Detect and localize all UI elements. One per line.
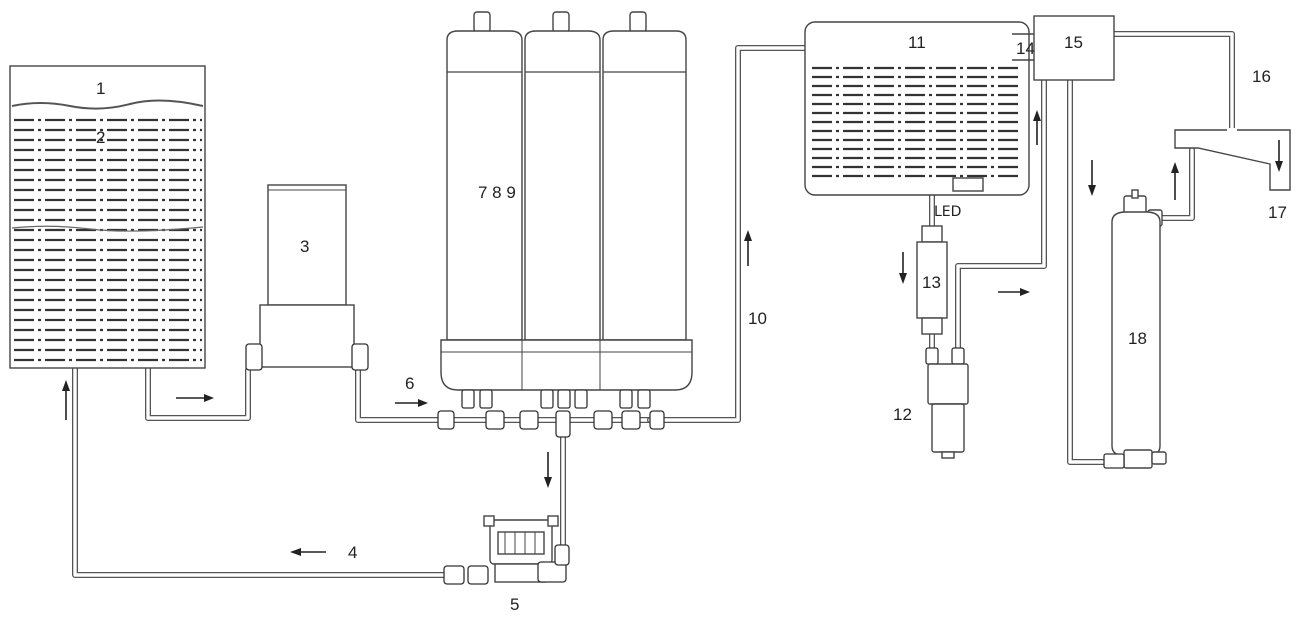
arrow-up xyxy=(1171,162,1179,200)
label-5: 5 xyxy=(510,595,519,614)
arrow-down xyxy=(899,252,907,284)
label-16: 16 xyxy=(1252,67,1271,86)
label-3: 3 xyxy=(300,237,309,256)
uv-sterilizer-unit xyxy=(916,225,948,335)
label-1: 1 xyxy=(96,79,105,98)
arrow-up xyxy=(1033,110,1041,145)
label-17: 17 xyxy=(1268,203,1287,222)
label-4: 4 xyxy=(348,543,357,562)
label-6: 6 xyxy=(405,374,414,393)
label-13: 13 xyxy=(922,273,941,292)
arrow-right xyxy=(395,399,428,407)
label-15: 15 xyxy=(1064,33,1083,52)
prefilter-housing xyxy=(245,184,369,371)
arrow-down xyxy=(1275,140,1283,172)
pipes xyxy=(72,31,1235,578)
filter-cartridges xyxy=(437,11,693,438)
arrow-down xyxy=(1088,160,1096,196)
delivery-pump xyxy=(925,347,969,459)
label-7-8-9: 7 8 9 xyxy=(478,183,516,202)
arrow-up xyxy=(62,380,70,420)
overflow-funnel xyxy=(1174,128,1291,191)
component-labels: 1 2 3 4 5 6 7 8 9 10 11 12 13 14 15 16 1… xyxy=(96,33,1287,614)
label-18: 18 xyxy=(1128,329,1147,348)
pump xyxy=(443,515,570,585)
arrow-down xyxy=(544,452,552,488)
storage-column xyxy=(1103,189,1167,469)
valve-block xyxy=(1012,15,1115,81)
arrow-right xyxy=(176,394,214,402)
flow-arrows xyxy=(62,110,1283,556)
label-14: 14 xyxy=(1016,39,1035,58)
label-11: 11 xyxy=(908,33,926,52)
label-12: 12 xyxy=(893,405,912,424)
label-2: 2 xyxy=(96,128,105,147)
arrow-up xyxy=(744,230,752,266)
label-10: 10 xyxy=(748,309,767,328)
feed-tank xyxy=(9,65,206,369)
arrow-left xyxy=(290,548,326,556)
product-tank xyxy=(804,21,1030,196)
label-led: LED xyxy=(934,204,961,220)
arrow-right xyxy=(998,288,1030,296)
